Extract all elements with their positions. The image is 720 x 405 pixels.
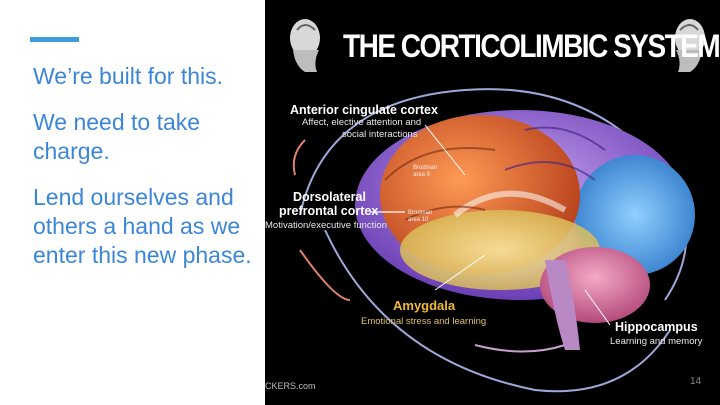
amygdala-title: Amygdala (393, 299, 455, 313)
dlpfc-sub: Motivation/executive function (265, 220, 387, 232)
paragraph-lend-a-hand: Lend ourselves and others a hand as we e… (33, 183, 261, 270)
figure-title: THE CORTICOLIMBIC SYSTEM (343, 28, 719, 65)
image-credit: CKERS.com (265, 381, 316, 391)
dlpfc-label: Dorsolateral prefrontal cortex (293, 190, 378, 218)
acc-label: Anterior cingulate cortex Affect, electi… (290, 103, 438, 141)
paragraph-built-for-this: We’re built for this. (33, 62, 261, 91)
head-profile-icon-left (290, 19, 320, 72)
slide-body-text: We’re built for this. We need to take ch… (33, 62, 261, 287)
page-number: 14 (690, 376, 701, 387)
acc-sub-2: social interactions (290, 129, 438, 141)
brodmann-10-label: Brodman area 10 (408, 210, 432, 224)
acc-sub-1: Affect, elective attention and (290, 117, 438, 129)
accent-bar (30, 37, 79, 42)
brodmann-9-label: Brodman area 9 (413, 165, 437, 179)
dlpfc-title-2: prefrontal cortex (279, 204, 378, 218)
dlpfc-title-1: Dorsolateral (293, 190, 378, 204)
corticolimbic-figure: THE CORTICOLIMBIC SYSTEM Anterior cingul… (265, 0, 720, 405)
amygdala-sub: Emotional stress and learning (361, 316, 486, 327)
acc-title: Anterior cingulate cortex (290, 103, 438, 117)
hippocampus-title: Hippocampus (615, 320, 698, 334)
paragraph-take-charge: We need to take charge. (33, 108, 261, 166)
hippocampus-sub: Learning and memory (610, 336, 702, 348)
